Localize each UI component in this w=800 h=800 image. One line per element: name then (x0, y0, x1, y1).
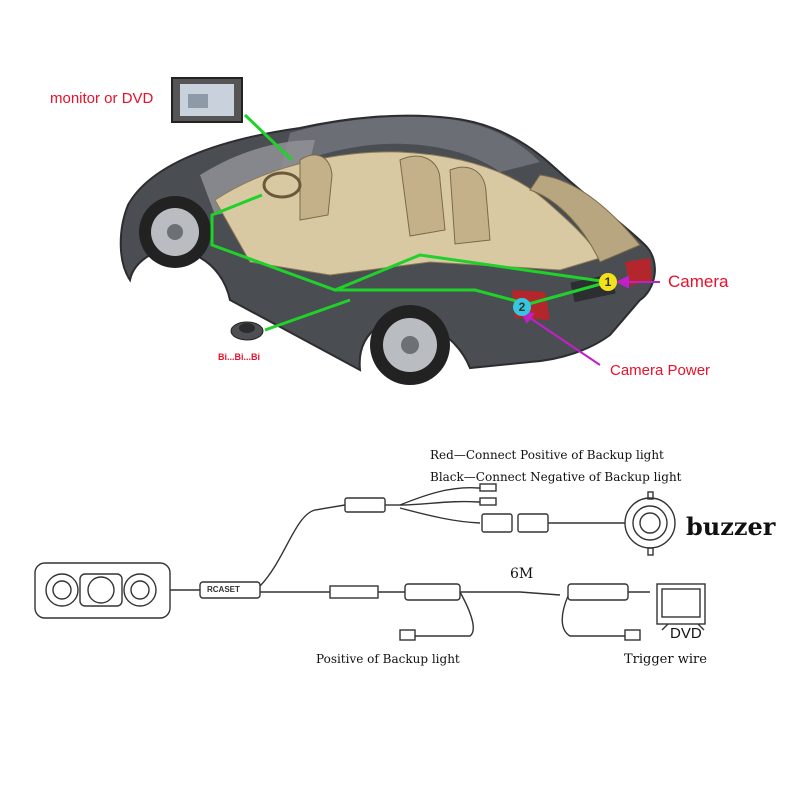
lead-red (399, 487, 495, 506)
red-wire-note: Red—Connect Positive of Backup light (430, 448, 664, 462)
trigger-wire-label: Trigger wire (624, 652, 707, 667)
buzzer-sound-label: Bi...Bi...Bi (218, 352, 261, 362)
car-trunk (529, 174, 641, 263)
buzzer-label: buzzer (686, 512, 776, 541)
module-label: RCASET (207, 585, 240, 594)
monitor-label: monitor or DVD (50, 90, 154, 107)
black-wire-note: Black—Connect Negative of Backup light (430, 470, 682, 484)
rear-seat (399, 155, 446, 237)
wire-monitor (243, 113, 294, 162)
green-wiring (210, 113, 609, 332)
tail-light-right (625, 258, 652, 286)
rear-wheel (370, 305, 450, 385)
marker-1: 1 (599, 273, 617, 291)
monitor-dvd-image (171, 77, 243, 123)
wire-route-power (335, 288, 521, 304)
camera-label: Camera (668, 272, 729, 291)
power-connector (329, 585, 379, 599)
front-wheel (139, 196, 211, 268)
cable-6m (460, 591, 561, 596)
cable-upper (259, 504, 346, 587)
positive-backup-label: Positive of Backup light (316, 652, 460, 666)
rcaset-module (199, 581, 261, 599)
dvd-monitor-image (656, 583, 706, 631)
rear-seat-2 (449, 166, 491, 245)
rca-plug-right (567, 583, 629, 601)
cable-length-label: 6M (510, 566, 534, 582)
dvd-label: DVD (670, 625, 702, 642)
cable-to-buzzer (399, 507, 481, 524)
camera-power-label: Camera Power (610, 362, 711, 379)
buzzer-image (624, 491, 676, 556)
buzzer-small-image (230, 321, 264, 341)
car-roof (280, 116, 540, 172)
wire-route-main (210, 193, 609, 292)
marker-2: 2 (513, 298, 531, 316)
connector-buzzer (481, 513, 513, 533)
wire-buzzer (264, 298, 351, 332)
rca-plug-left (404, 583, 461, 601)
front-seat (299, 154, 333, 221)
wire-to-camera (524, 280, 609, 307)
lead-black (399, 500, 495, 506)
connector-upper (344, 497, 386, 513)
steering-wheel (262, 171, 302, 199)
camera-unit (34, 562, 171, 619)
